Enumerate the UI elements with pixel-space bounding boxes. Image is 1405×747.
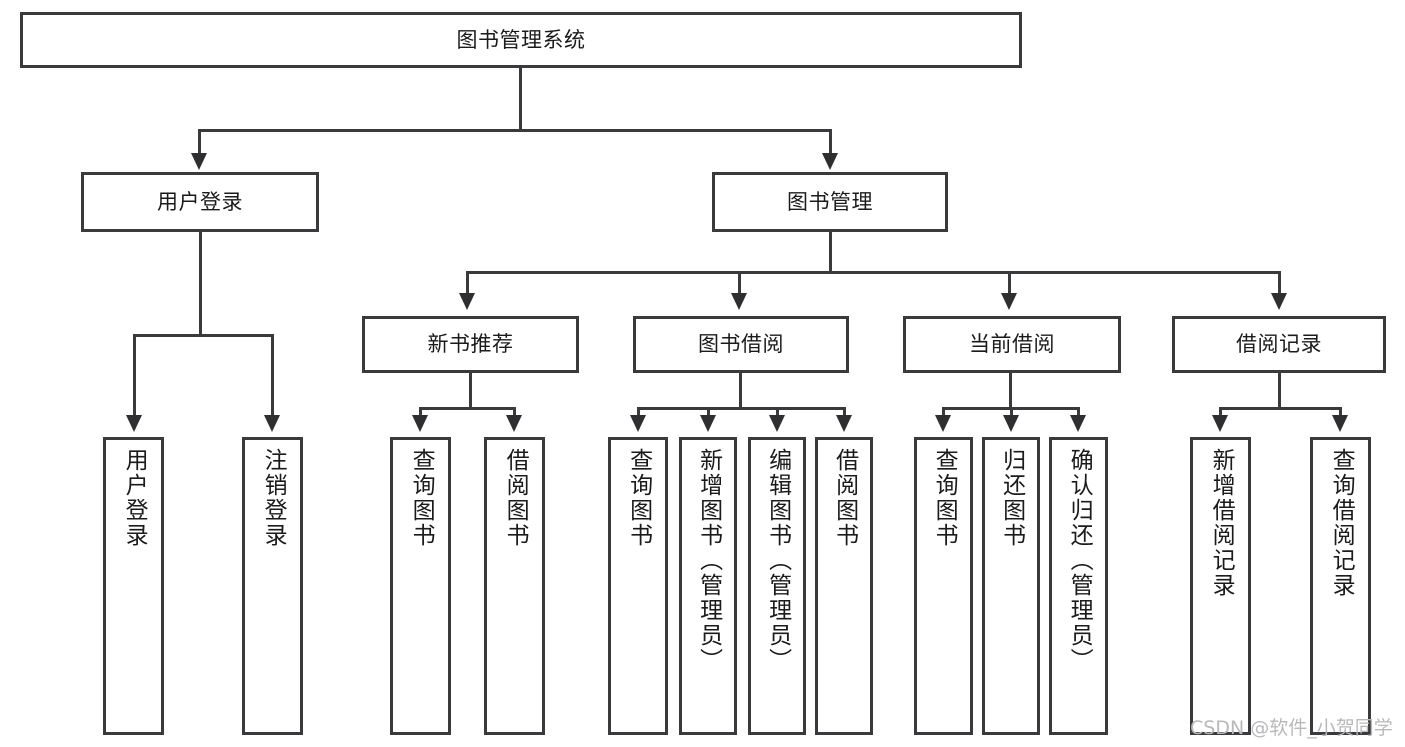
connector-drop-borrow-record: [1278, 271, 1281, 295]
node-borrow-record[interactable]: 借阅记录: [1172, 316, 1386, 373]
connector-book-borrow-drop-4: [843, 407, 846, 417]
connector-root-stem: [519, 68, 522, 130]
arrow-to-leaf-query-borrow-record: [1332, 415, 1348, 432]
node-leaf-borrow-book-1[interactable]: 借阅图书: [484, 437, 545, 735]
arrow-to-leaf-add-book-admin: [700, 415, 716, 432]
node-label: 查询图书: [931, 448, 958, 548]
connector-current-borrow-stem: [1009, 373, 1012, 409]
connector-borrow-record-drop-1: [1219, 407, 1222, 417]
connector-book-borrow-drop-2: [707, 407, 710, 417]
node-label: 新增借阅记录: [1208, 448, 1235, 598]
connector-root-bus: [198, 129, 832, 132]
node-label: 借阅图书: [502, 448, 529, 548]
arrow-to-leaf-query-book-2: [630, 415, 646, 432]
node-label: 查询图书: [408, 448, 435, 548]
node-label: 图书管理系统: [456, 27, 586, 52]
arrow-to-leaf-borrow-book-2: [836, 415, 852, 432]
arrow-to-borrow-record: [1271, 293, 1287, 310]
node-label: 新增图书（管理员）: [695, 448, 722, 673]
connector-user-login-drop-2: [271, 334, 274, 417]
connector-book-manage-stem: [829, 232, 832, 273]
arrow-to-leaf-user-logout: [264, 415, 280, 432]
arrow-to-leaf-borrow-book-1: [506, 415, 522, 432]
connector-current-borrow-drop-3: [1077, 407, 1080, 417]
connector-new-book-drop-2: [513, 407, 516, 417]
connector-drop-current-borrow: [1008, 271, 1011, 295]
connector-root-to-user-login: [198, 129, 201, 155]
node-label: 借阅图书: [831, 448, 858, 548]
connector-root-to-book-manage: [829, 129, 832, 155]
node-label: 注销登录: [260, 448, 287, 548]
connector-new-book-drop-1: [419, 407, 422, 417]
arrow-to-leaf-user-login: [126, 415, 142, 432]
connector-current-borrow-drop-1: [942, 407, 945, 417]
node-label: 用户登录: [121, 448, 148, 548]
node-label: 图书管理: [787, 189, 873, 214]
node-label: 新书推荐: [427, 332, 514, 357]
connector-drop-new-book: [466, 271, 469, 295]
connector-borrow-record-drop-2: [1339, 407, 1342, 417]
arrow-to-book-manage: [822, 153, 838, 170]
node-label: 查询图书: [625, 448, 652, 548]
node-leaf-add-book-admin[interactable]: 新增图书（管理员）: [679, 437, 737, 735]
arrow-to-current-borrow: [1001, 293, 1017, 310]
node-leaf-edit-book-admin[interactable]: 编辑图书（管理员）: [748, 437, 806, 735]
node-label: 用户登录: [157, 189, 243, 214]
connector-borrow-record-bus: [1219, 407, 1341, 410]
connector-user-login-bus: [133, 334, 273, 337]
connector-book-borrow-bus: [637, 407, 845, 410]
node-leaf-user-logout[interactable]: 注销登录: [242, 437, 303, 735]
connector-new-book-bus: [419, 407, 516, 410]
node-leaf-query-book-2[interactable]: 查询图书: [608, 437, 668, 735]
node-leaf-add-borrow-record[interactable]: 新增借阅记录: [1190, 437, 1251, 735]
arrow-to-user-login: [191, 153, 207, 170]
node-leaf-query-book-3[interactable]: 查询图书: [914, 437, 973, 735]
connector-user-login-stem: [199, 232, 202, 335]
arrow-to-book-borrow: [731, 293, 747, 310]
connector-book-borrow-stem: [739, 373, 742, 409]
node-book-manage[interactable]: 图书管理: [712, 172, 948, 232]
connector-book-borrow-drop-1: [637, 407, 640, 417]
node-label: 图书借阅: [698, 332, 784, 357]
arrow-to-leaf-confirm-return: [1070, 415, 1086, 432]
node-book-borrow[interactable]: 图书借阅: [633, 316, 849, 373]
arrow-to-leaf-edit-book-admin: [769, 415, 785, 432]
node-label: 借阅记录: [1236, 332, 1322, 357]
node-label: 归还图书: [998, 448, 1025, 548]
connector-borrow-record-stem: [1278, 373, 1281, 409]
node-leaf-confirm-return[interactable]: 确认归还（管理员）: [1049, 437, 1108, 735]
node-leaf-borrow-book-2[interactable]: 借阅图书: [815, 437, 873, 735]
connector-book-manage-bus: [466, 271, 1281, 274]
node-label: 当前借阅: [969, 332, 1055, 357]
connector-current-borrow-drop-2: [1010, 407, 1013, 417]
node-label: 确认归还（管理员）: [1066, 448, 1093, 673]
connector-book-borrow-drop-3: [776, 407, 779, 417]
arrow-to-leaf-query-book-1: [412, 415, 428, 432]
arrow-to-new-book-recommend: [459, 293, 475, 310]
csdn-watermark: CSDN @软件_小贺同学: [1190, 717, 1393, 739]
node-new-book-recommend[interactable]: 新书推荐: [362, 316, 579, 373]
connector-user-login-drop-1: [133, 334, 136, 417]
arrow-to-leaf-add-borrow-record: [1212, 415, 1228, 432]
connector-drop-book-borrow: [738, 271, 741, 295]
node-leaf-query-borrow-record[interactable]: 查询借阅记录: [1310, 437, 1371, 735]
node-label: 查询借阅记录: [1328, 448, 1355, 598]
node-current-borrow[interactable]: 当前借阅: [903, 316, 1121, 373]
arrow-to-leaf-return-book: [1003, 415, 1019, 432]
arrow-to-leaf-query-book-3: [935, 415, 951, 432]
node-root-system[interactable]: 图书管理系统: [20, 12, 1022, 68]
node-leaf-user-login[interactable]: 用户登录: [103, 437, 164, 735]
node-leaf-return-book[interactable]: 归还图书: [982, 437, 1040, 735]
node-leaf-query-book-1[interactable]: 查询图书: [390, 437, 451, 735]
node-label: 编辑图书（管理员）: [764, 448, 791, 673]
node-user-login[interactable]: 用户登录: [81, 172, 319, 232]
connector-new-book-stem: [469, 373, 472, 409]
